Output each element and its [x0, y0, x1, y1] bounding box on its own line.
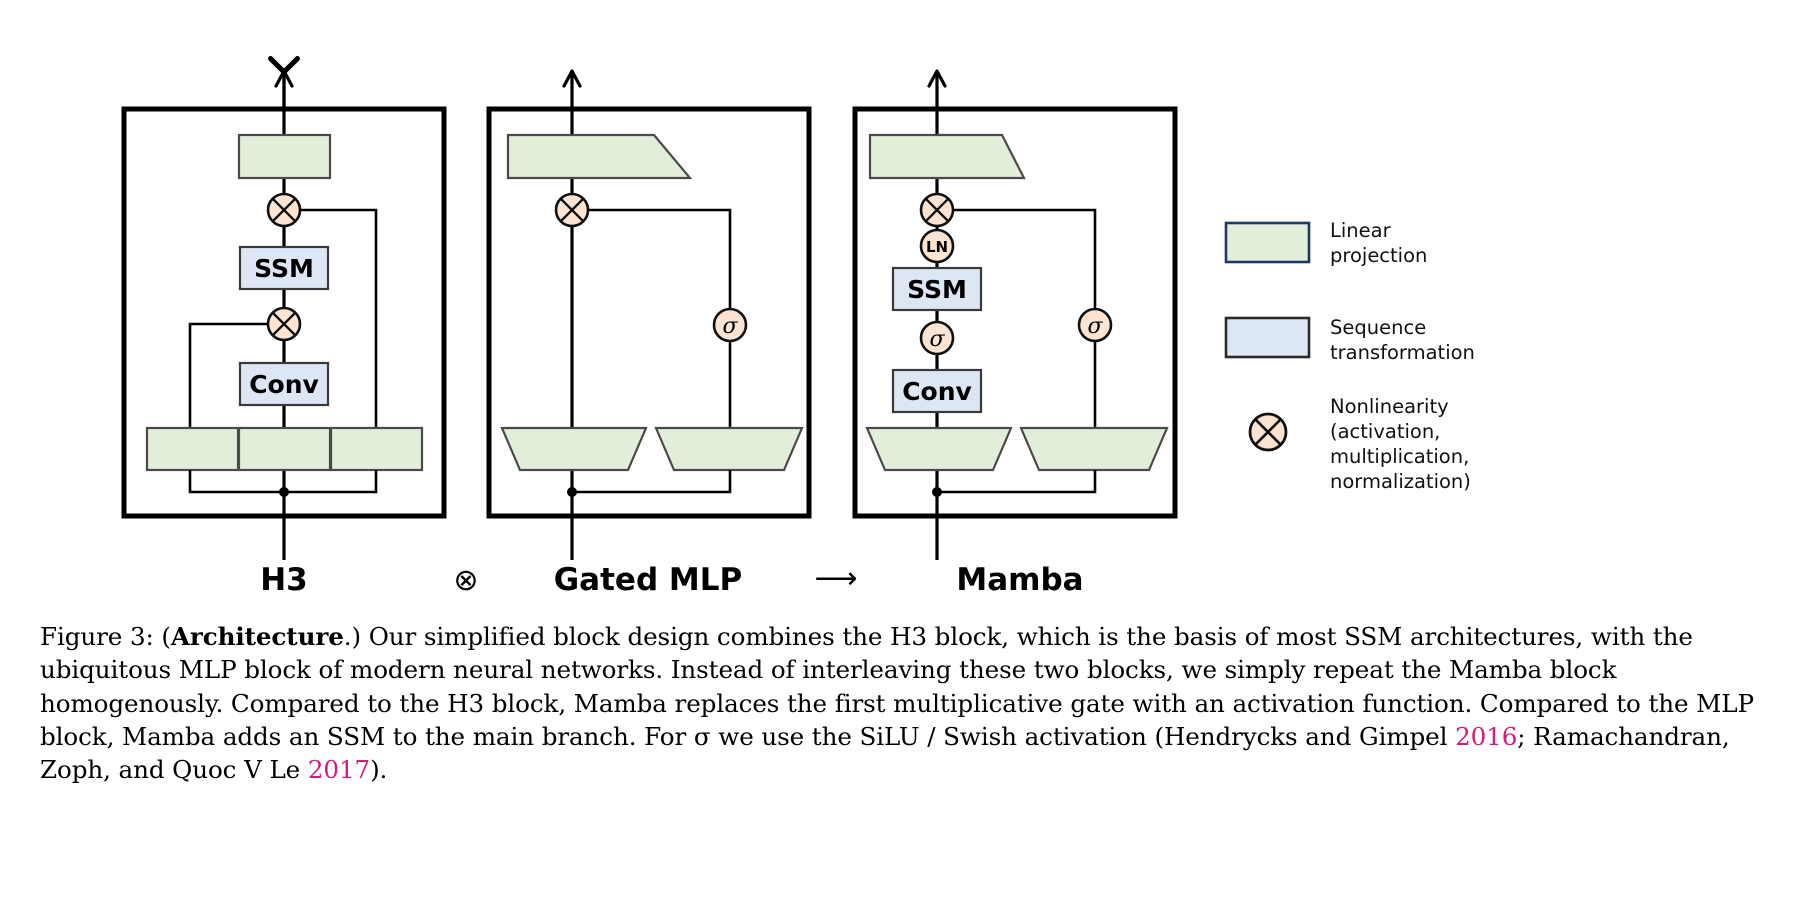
- mamba-bottom-linear-projection-left: [865, 426, 1013, 472]
- mamba-ln-label: LN: [926, 238, 948, 256]
- h3-conv-label: Conv: [249, 370, 319, 399]
- gated-mlp-arrow-tip-icon: [562, 69, 582, 88]
- h3-fanin-wire-right: [284, 470, 378, 494]
- mamba-fanin-wire-right: [937, 470, 1097, 494]
- h3-left-branch-wire: [188, 322, 268, 430]
- mamba-ssm-box: [891, 266, 983, 312]
- legend-swatch-linear-projection: [1224, 221, 1311, 264]
- mamba-ssm-label: SSM: [907, 275, 967, 304]
- mamba-input-junction-dot: [932, 487, 942, 497]
- legend-item-linear-projection: Linear projection: [1224, 219, 1427, 267]
- legend-swatch-sequence-transformation: [1224, 316, 1311, 359]
- gated-mlp-input-junction-dot: [567, 487, 577, 497]
- mamba-sigma-main-label: σ: [929, 327, 945, 352]
- implies-arrow-glyph: ⟶: [814, 561, 857, 596]
- h3-gate-multiply-upper: [266, 192, 302, 228]
- mamba-gate-multiply: [919, 192, 955, 228]
- gated-mlp-bottom-linear-projection-left: [500, 426, 648, 472]
- h3-architecture-name: H3: [260, 562, 308, 598]
- legend: Linear projection Sequence transformatio…: [1224, 219, 1475, 493]
- h3-right-branch-wire: [300, 208, 378, 430]
- h3-conv-box: [238, 361, 330, 407]
- caption-body-2: ; Ramachandran, Zoph, and Quoc V Le: [40, 721, 1730, 785]
- gated-mlp-architecture-name: Gated MLP: [554, 562, 743, 598]
- mamba-layernorm-node: LN: [919, 228, 955, 264]
- legend-label-linear-projection-line2: projection: [1330, 244, 1427, 267]
- mamba-top-linear-projection: [868, 133, 1026, 180]
- gated-mlp-sigma-label: σ: [722, 314, 738, 339]
- citation-2016[interactable]: 2016: [1455, 721, 1518, 751]
- figure-caption: Figure 3: (Architecture.) Our simplified…: [40, 620, 1780, 787]
- h3-arrow-tip-icon: [274, 69, 294, 88]
- mamba-conv-label: Conv: [902, 377, 972, 406]
- mamba-gate-sigma-main: σ: [919, 320, 955, 356]
- gated-mlp-top-linear-projection: [506, 133, 693, 180]
- gated-mlp-right-branch-wire: [588, 208, 732, 309]
- gated-mlp-gate-multiply: [554, 192, 590, 228]
- legend-item-sequence-transformation: Sequence transformation: [1224, 316, 1475, 364]
- h3-bottom-linear-projection-right: [329, 426, 424, 472]
- gated-mlp-architecture-group: σ: [486, 69, 812, 560]
- legend-label-nonlinearity-line3: multiplication,: [1330, 445, 1469, 468]
- mamba-outer-box: [852, 106, 1178, 519]
- h3-bottom-linear-projection-left: [145, 426, 240, 472]
- combine-operator-glyph: ⊗: [453, 563, 478, 598]
- legend-label-nonlinearity-line4: normalization): [1330, 470, 1471, 493]
- h3-top-linear-projection: [237, 133, 332, 180]
- mamba-conv-box: [891, 368, 983, 414]
- legend-label-nonlinearity-line2: (activation,: [1330, 420, 1440, 443]
- h3-bottom-linear-projection-center: [237, 426, 332, 472]
- mamba-architecture-name: Mamba: [956, 562, 1083, 598]
- mamba-architecture-group: σ LN SSM σ Conv: [852, 69, 1178, 560]
- legend-label-sequence-transformation-line1: Sequence: [1330, 316, 1426, 339]
- h3-architecture-group: SSM Conv: [121, 56, 447, 560]
- gated-mlp-fanin-wire-right: [572, 470, 732, 494]
- mamba-gate-sigma-right: σ: [1077, 307, 1113, 343]
- h3-ssm-label: SSM: [254, 254, 314, 283]
- mamba-sigma-right-label: σ: [1087, 314, 1103, 339]
- caption-body: .) Our simplified block design combines …: [40, 622, 1754, 751]
- legend-swatch-nonlinearity-icon: [1248, 412, 1288, 452]
- legend-label-sequence-transformation-line2: transformation: [1330, 341, 1475, 364]
- architecture-diagram: SSM Conv: [121, 56, 1475, 598]
- caption-end: ).: [370, 755, 388, 785]
- h3-fanin-wire-left: [188, 470, 284, 494]
- legend-item-nonlinearity: Nonlinearity (activation, multiplication…: [1248, 395, 1471, 493]
- gated-mlp-outer-box: [486, 106, 812, 519]
- mamba-arrow-tip-icon: [927, 69, 947, 88]
- mamba-bottom-linear-projection-right: [1019, 426, 1169, 472]
- gated-mlp-bottom-linear-projection-right: [654, 426, 804, 472]
- h3-input-junction-dot: [279, 487, 289, 497]
- gated-mlp-gate-sigma: σ: [712, 307, 748, 343]
- legend-label-nonlinearity-line1: Nonlinearity: [1330, 395, 1449, 418]
- h3-ssm-box: [238, 245, 330, 291]
- caption-bold-architecture: Architecture: [170, 622, 344, 651]
- h3-gate-multiply-lower: [266, 306, 302, 342]
- legend-label-linear-projection-line1: Linear: [1330, 219, 1392, 242]
- mamba-right-branch-wire: [953, 208, 1097, 309]
- citation-2017[interactable]: 2017: [307, 755, 371, 785]
- caption-prefix: Figure 3: (: [40, 622, 171, 651]
